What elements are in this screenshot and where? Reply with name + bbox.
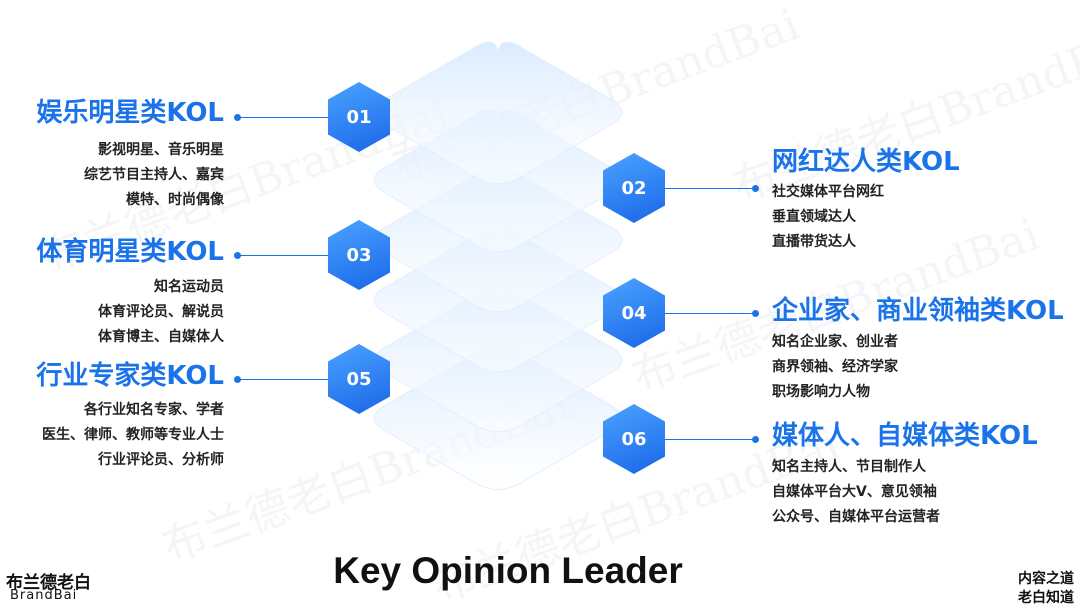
list-item: 模特、时尚偶像 bbox=[126, 192, 224, 208]
group-items-media: 知名主持人、节目制作人 自媒体平台大V、意见领袖 公众号、自媒体平台运营者 bbox=[772, 455, 940, 530]
corner-slogan-line1: 内容之道 bbox=[1018, 571, 1074, 587]
group-title-entrepreneurs: 企业家、商业领袖类KOL bbox=[772, 296, 1064, 326]
group-items-entrepreneurs: 知名企业家、创业者 商界领袖、经济学家 职场影响力人物 bbox=[772, 330, 898, 405]
group-title-media: 媒体人、自媒体类KOL bbox=[772, 421, 1038, 451]
list-item: 垂直领域达人 bbox=[772, 209, 856, 225]
group-items-entertainment: 影视明星、音乐明星 综艺节目主持人、嘉宾 模特、时尚偶像 bbox=[84, 138, 224, 213]
list-item: 各行业知名专家、学者 bbox=[84, 402, 224, 418]
group-title-entertainment: 娱乐明星类KOL bbox=[36, 98, 224, 128]
step-badge-01: 01 bbox=[328, 82, 390, 152]
list-item: 社交媒体平台网红 bbox=[772, 184, 884, 200]
list-item: 影视明星、音乐明星 bbox=[98, 142, 224, 158]
group-title-experts: 行业专家类KOL bbox=[36, 361, 224, 391]
group-title-influencers: 网红达人类KOL bbox=[772, 147, 960, 177]
connector-dot bbox=[234, 114, 241, 121]
list-item: 综艺节目主持人、嘉宾 bbox=[84, 167, 224, 183]
list-item: 自媒体平台大V、意见领袖 bbox=[772, 484, 937, 500]
connector-dot bbox=[234, 376, 241, 383]
list-item: 知名企业家、创业者 bbox=[772, 334, 898, 350]
brand-logo-en: BrandBai bbox=[10, 588, 78, 603]
corner-slogan-line2: 老白知道 bbox=[1018, 590, 1074, 606]
list-item: 商界领袖、经济学家 bbox=[772, 359, 898, 375]
connector-line bbox=[664, 439, 752, 440]
connector-dot bbox=[752, 436, 759, 443]
connector-line bbox=[240, 379, 330, 380]
list-item: 知名主持人、节目制作人 bbox=[772, 459, 926, 475]
list-item: 医生、律师、教师等专业人士 bbox=[42, 427, 224, 443]
group-items-experts: 各行业知名专家、学者 医生、律师、教师等专业人士 行业评论员、分析师 bbox=[42, 398, 224, 473]
connector-line bbox=[664, 188, 752, 189]
stack-layer bbox=[373, 41, 623, 185]
connector-dot bbox=[234, 252, 241, 259]
connector-dot bbox=[752, 185, 759, 192]
list-item: 行业评论员、分析师 bbox=[98, 452, 224, 468]
group-title-sports: 体育明星类KOL bbox=[36, 237, 224, 267]
connector-dot bbox=[752, 310, 759, 317]
list-item: 直播带货达人 bbox=[772, 234, 856, 250]
slide-title: Key Opinion Leader bbox=[333, 550, 683, 591]
connector-line bbox=[240, 255, 330, 256]
group-items-sports: 知名运动员 体育评论员、解说员 体育博主、自媒体人 bbox=[98, 275, 224, 350]
list-item: 体育博主、自媒体人 bbox=[98, 329, 224, 345]
list-item: 职场影响力人物 bbox=[772, 384, 870, 400]
brand-logo-cn: 布兰德老白 bbox=[6, 573, 91, 593]
list-item: 公众号、自媒体平台运营者 bbox=[772, 509, 940, 525]
connector-line bbox=[664, 313, 752, 314]
list-item: 知名运动员 bbox=[154, 279, 224, 295]
connector-line bbox=[240, 117, 330, 118]
list-item: 体育评论员、解说员 bbox=[98, 304, 224, 320]
group-items-influencers: 社交媒体平台网红 垂直领域达人 直播带货达人 bbox=[772, 180, 884, 255]
